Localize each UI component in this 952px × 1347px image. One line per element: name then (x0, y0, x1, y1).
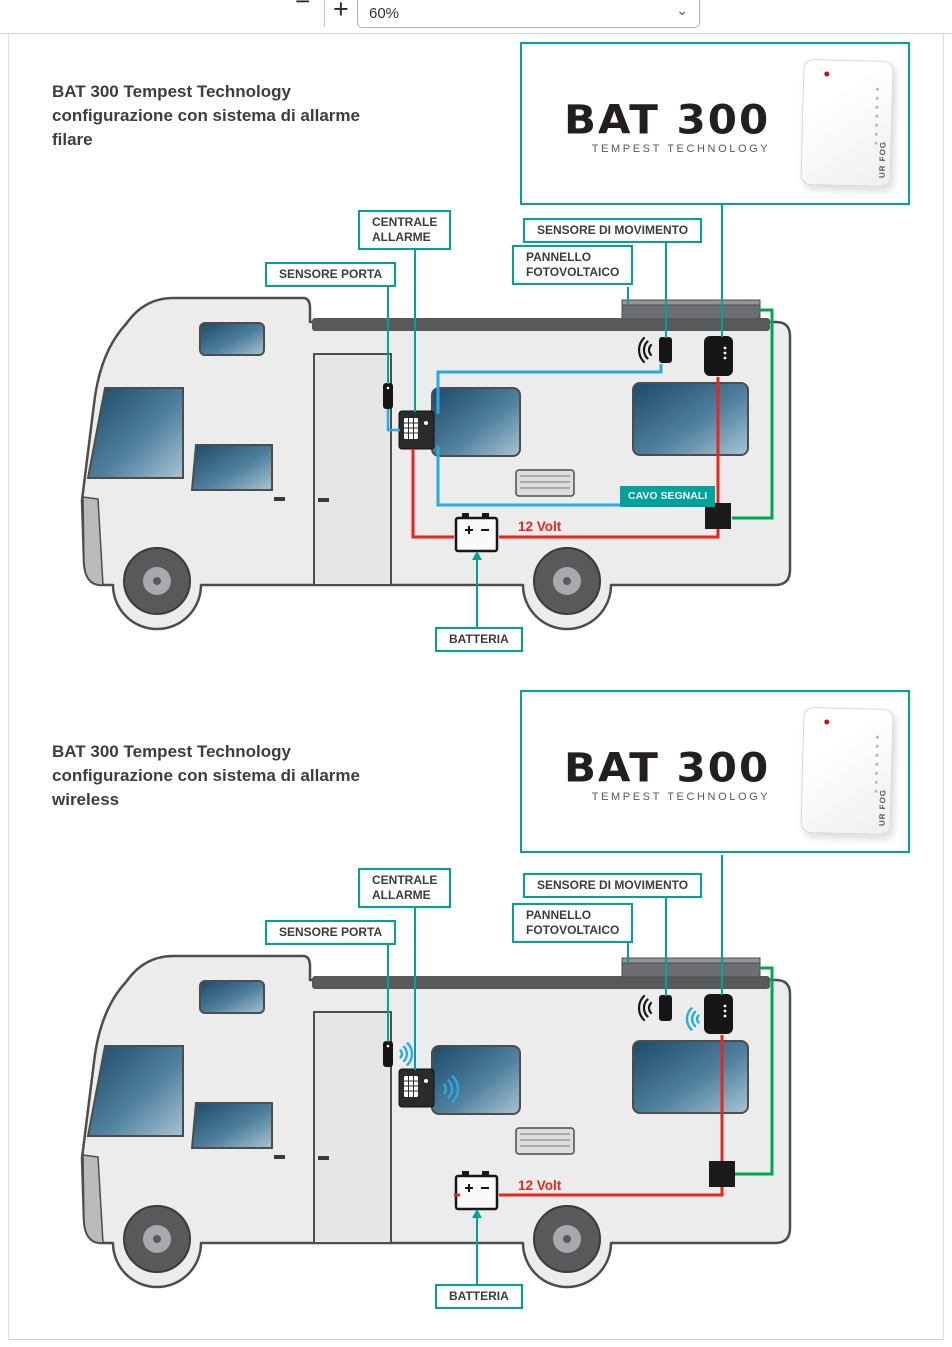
label-centrale-allarme: CENTRALE ALLARME (358, 868, 452, 908)
label-line: PANNELLO (526, 250, 592, 264)
fog-device-image: UR FOG (800, 58, 894, 188)
wire-signal-cable (386, 364, 708, 507)
bat300-logo-subtitle: TEMPEST TECHNOLOGY (591, 791, 771, 803)
arrow-up-icon (472, 551, 482, 560)
bat300-logo-text: BAT 300 (564, 744, 771, 791)
arrow-up-icon (472, 1209, 482, 1218)
wifi-waves-alarm-panel (443, 1075, 460, 1103)
camper-illustration-filare (80, 296, 792, 631)
label-connectors-wireless (387, 855, 723, 1284)
viewer-toolbar: − + 60% ⌄ (0, 0, 952, 34)
bat300-logo-box: BAT 300 TEMPEST TECHNOLOGY UR FOG (520, 42, 910, 205)
title-line: BAT 300 Tempest Technology (52, 82, 291, 101)
section-title-filare: BAT 300 Tempest Technology configurazion… (52, 80, 360, 152)
label-sensore-movimento: SENSORE DI MOVIMENTO (523, 218, 703, 243)
label-batteria: BATTERIA (435, 627, 523, 652)
wire-12volt (454, 1035, 724, 1197)
device-holes (874, 87, 879, 145)
toolbar-divider (324, 0, 325, 27)
camper-illustration-wireless (80, 954, 792, 1289)
label-line: ALLARME (372, 888, 431, 902)
bat300-logo-subtitle: TEMPEST TECHNOLOGY (591, 143, 771, 155)
title-line: filare (52, 130, 93, 149)
label-line: CENTRALE (372, 215, 438, 229)
label-cavo-segnali: CAVO SEGNALI (620, 486, 716, 507)
section-title-wireless: BAT 300 Tempest Technology configurazion… (52, 740, 360, 812)
zoom-in-button[interactable]: + (333, 0, 349, 24)
device-holes (874, 735, 879, 793)
wifi-waves-door-sensor (399, 1042, 414, 1066)
bat300-logo: BAT 300 TEMPEST TECHNOLOGY (564, 746, 770, 803)
label-centrale-allarme: CENTRALE ALLARME (358, 210, 452, 250)
device-led-icon (824, 71, 830, 77)
fog-device-image: UR FOG (800, 706, 894, 836)
label-sensore-porta: SENSORE PORTA (265, 262, 397, 287)
zoom-out-button[interactable]: − (295, 0, 311, 16)
junction-box (709, 1161, 735, 1187)
bat300-logo: BAT 300 TEMPEST TECHNOLOGY (564, 98, 770, 155)
wire-solar (732, 308, 774, 520)
wifi-waves-bat-device (685, 1007, 700, 1031)
device-brand-label: UR FOG (877, 788, 888, 827)
zoom-level-select[interactable]: 60% ⌄ (357, 0, 700, 28)
device-led-icon (824, 719, 830, 725)
bat300-logo-box: BAT 300 TEMPEST TECHNOLOGY UR FOG (520, 690, 910, 853)
title-line: wireless (52, 790, 120, 809)
label-batteria: BATTERIA (435, 1284, 523, 1309)
label-pannello-fotovoltaico: PANNELLO FOTOVOLTAICO (512, 245, 634, 285)
label-connectors-filare (387, 205, 723, 627)
title-line: configurazione con sistema di allarme (52, 106, 360, 125)
label-pannello-fotovoltaico: PANNELLO FOTOVOLTAICO (512, 903, 634, 943)
wire-solar (735, 966, 774, 1176)
junction-box (705, 503, 731, 529)
label-sensore-porta: SENSORE PORTA (265, 920, 397, 945)
device-brand-label: UR FOG (877, 140, 888, 179)
zoom-level-value: 60% (369, 5, 400, 22)
label-line: CENTRALE (372, 873, 438, 887)
label-12volt: 12 Volt (518, 519, 562, 534)
label-12volt: 12 Volt (518, 1178, 562, 1193)
title-line: configurazione con sistema di allarme (52, 766, 360, 785)
label-sensore-movimento: SENSORE DI MOVIMENTO (523, 873, 703, 898)
label-line: FOTOVOLTAICO (526, 265, 620, 279)
title-line: BAT 300 Tempest Technology (52, 742, 291, 761)
bat300-logo-text: BAT 300 (564, 96, 771, 143)
label-line: FOTOVOLTAICO (526, 923, 620, 937)
label-line: ALLARME (372, 230, 431, 244)
chevron-down-icon: ⌄ (676, 2, 688, 18)
label-line: PANNELLO (526, 908, 592, 922)
wire-12volt (411, 377, 720, 539)
